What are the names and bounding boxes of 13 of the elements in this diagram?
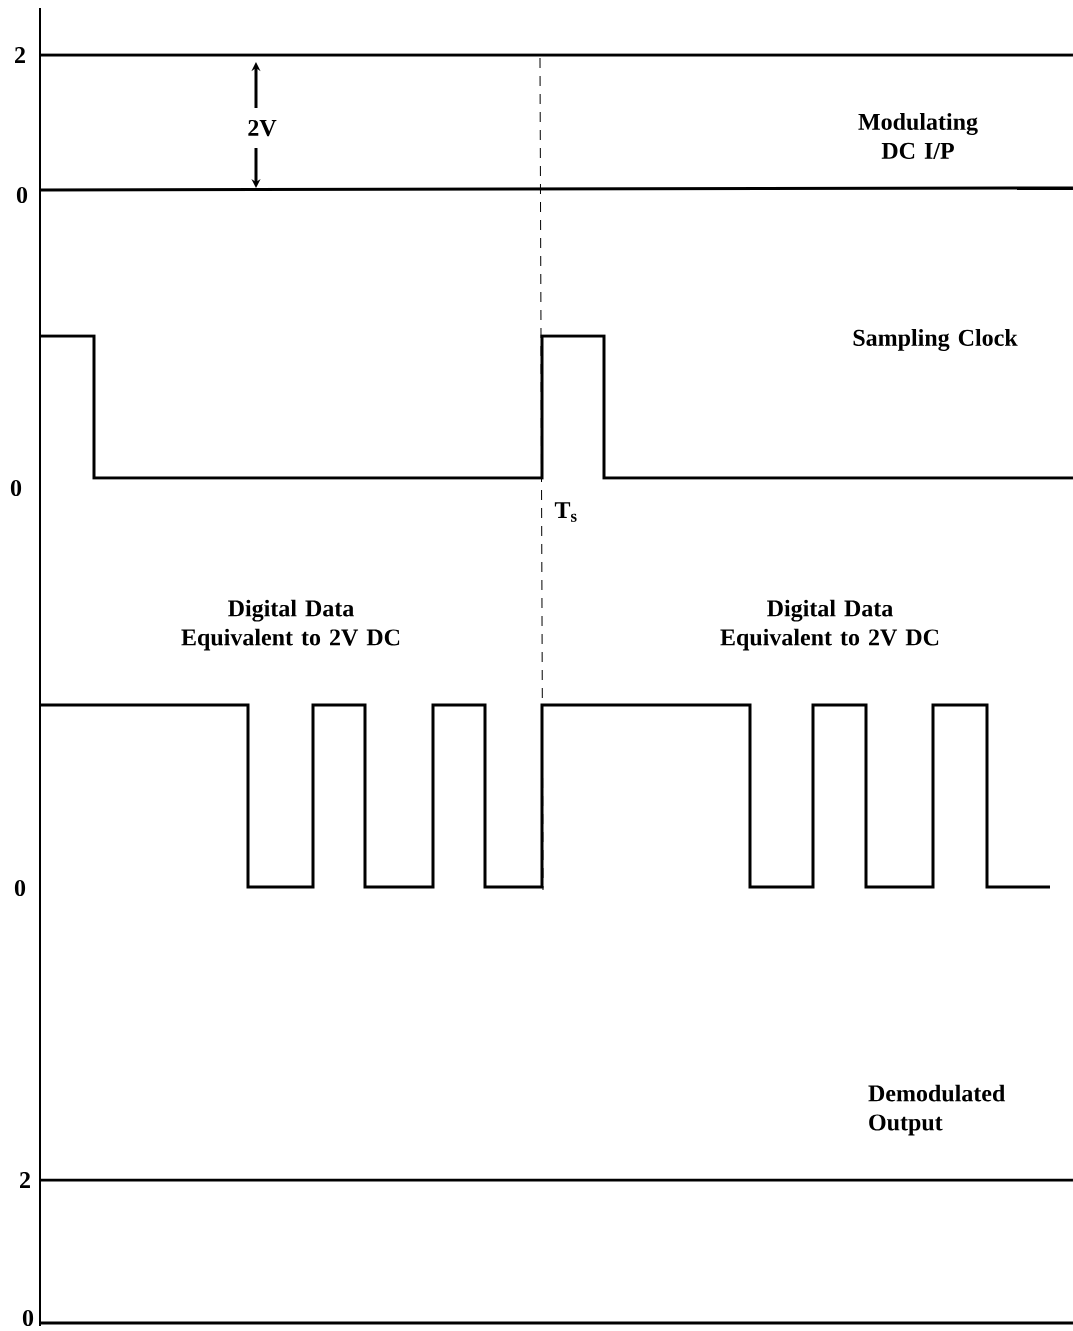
- signal-label: Sampling Clock: [853, 329, 1018, 351]
- dimension-label: 2V: [248, 119, 277, 137]
- axis-tick-label: 0: [14, 879, 26, 897]
- waveform-label: Digital Data Equivalent to 2V DC: [181, 599, 400, 651]
- axis-tick-label: 0: [10, 479, 22, 497]
- axis-tick-label: 2: [20, 1172, 30, 1188]
- axis-tick-label: 0: [16, 186, 28, 204]
- signal-label: Modulating DC I/P: [858, 113, 978, 159]
- waveform-label: Digital Data Equivalent to 2V DC: [720, 599, 939, 651]
- axis-tick-label: 0: [22, 1309, 34, 1327]
- axis-tick-label: 2: [15, 47, 25, 63]
- signal-label: Demodulated Output: [868, 1084, 1006, 1136]
- time-label: T$_{s}$: [554, 502, 577, 522]
